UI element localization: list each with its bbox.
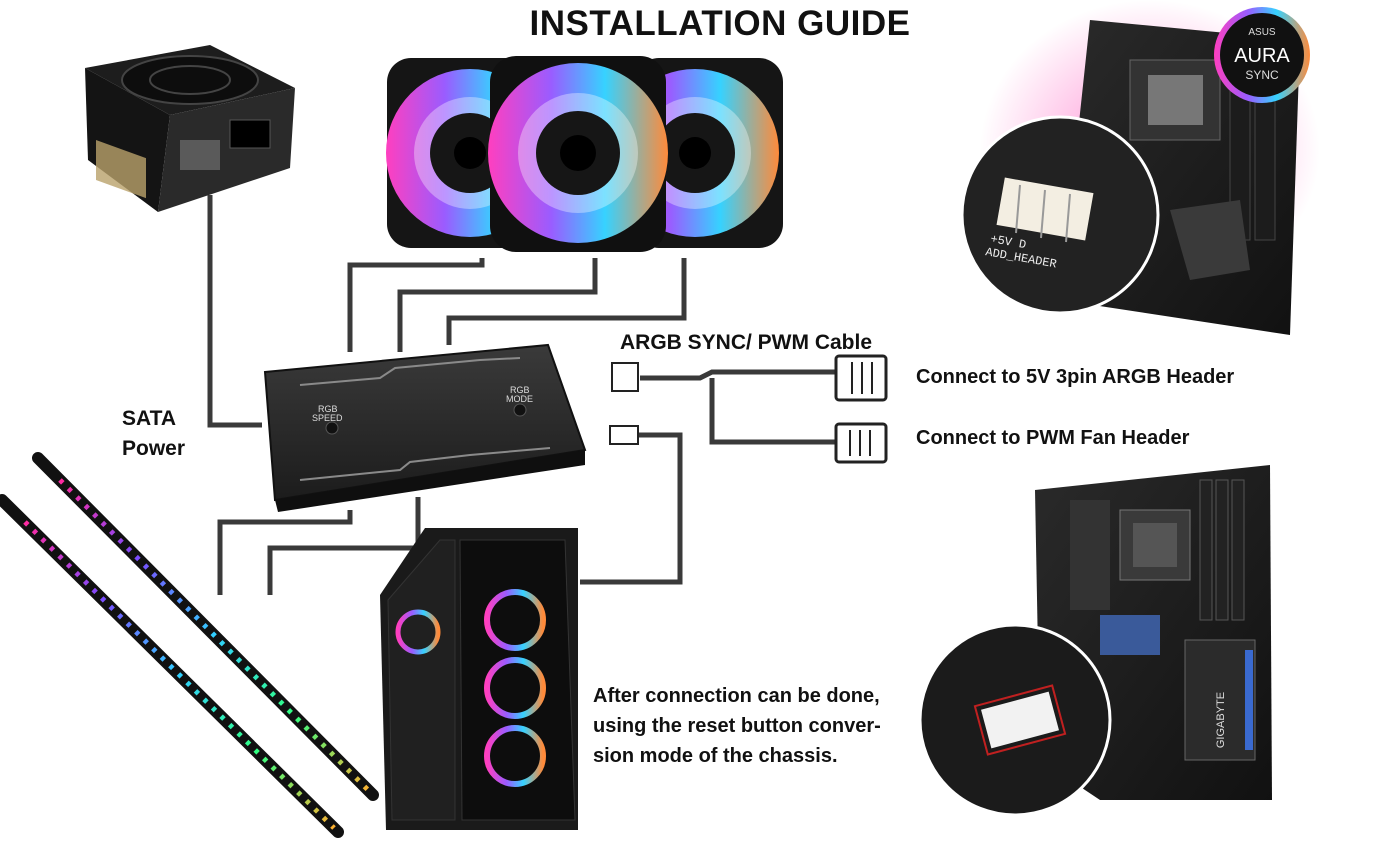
strip2-cable: [267, 497, 421, 595]
argb-fans-image: [386, 56, 783, 252]
rgb-speed-label-2: SPEED: [312, 413, 343, 423]
argb-sync-cable-branch: [709, 378, 840, 445]
rgb-mode-label-2: MODE: [506, 394, 533, 404]
fan2-cable: [397, 258, 598, 352]
aura-text: AURA: [1234, 45, 1290, 67]
gigabyte-motherboard-image: GIGABYTE: [918, 465, 1272, 817]
pc-case-image: [380, 528, 578, 830]
case-rear-fan: [395, 609, 441, 655]
fan-2: [488, 56, 668, 252]
note-line-3: sion mode of the chassis.: [593, 745, 838, 767]
note-line-1: After connection can be done,: [593, 685, 880, 707]
aura-sync-logo: ASUS AURA SYNC: [1214, 7, 1310, 103]
led-strip-2: [0, 494, 344, 838]
case-fan-3: [484, 725, 546, 787]
gigabyte-brand: GIGABYTE: [1215, 692, 1227, 748]
cable-connectors: [609, 354, 888, 464]
power-supply-image: [85, 45, 295, 212]
led-strip-1: [32, 452, 379, 801]
pwm-header-label: Connect to PWM Fan Header: [916, 427, 1190, 449]
argb-sync-cable-main: [640, 369, 840, 381]
fan3-cable: [446, 258, 687, 345]
cables: [207, 195, 840, 595]
psu-sata-cable: [207, 195, 262, 428]
sync-text: SYNC: [1245, 68, 1279, 82]
case-fan-2: [484, 657, 546, 719]
led-strips-image: [0, 452, 379, 838]
page-title: INSTALLATION GUIDE: [529, 4, 911, 43]
aura-brand: ASUS: [1248, 27, 1276, 38]
case-sync-cable: [580, 432, 683, 585]
cable-input-connector: [611, 362, 639, 392]
header-silkscreen-1: +5V D: [989, 232, 1027, 252]
argb-sync-cable-label: ARGB SYNC/ PWM Cable: [620, 331, 873, 354]
rgb-speed-button: [325, 421, 339, 435]
after-connection-note: After connection can be done, using the …: [593, 681, 881, 771]
rgb-mode-button: [513, 403, 527, 417]
rgb-speed-label-1: RGB: [318, 404, 338, 414]
asus-motherboard-image: +5V D ADD_HEADER ASUS AURA SYNC: [960, 0, 1320, 335]
sata-line-1: SATA: [122, 407, 177, 430]
note-line-2: using the reset button conver-: [593, 715, 881, 737]
argb-header-label: Connect to 5V 3pin ARGB Header: [916, 366, 1235, 388]
sata-line-2: Power: [122, 437, 186, 460]
rgb-mode-label-1: RGB: [510, 385, 530, 395]
strip1-cable: [217, 510, 353, 595]
controller-hub-image: RGB SPEED RGB MODE: [263, 343, 587, 512]
case-connector: [609, 425, 639, 445]
sata-power-label: SATA Power: [122, 404, 185, 464]
case-fan-1: [484, 589, 546, 651]
fan1-cable: [347, 258, 485, 352]
